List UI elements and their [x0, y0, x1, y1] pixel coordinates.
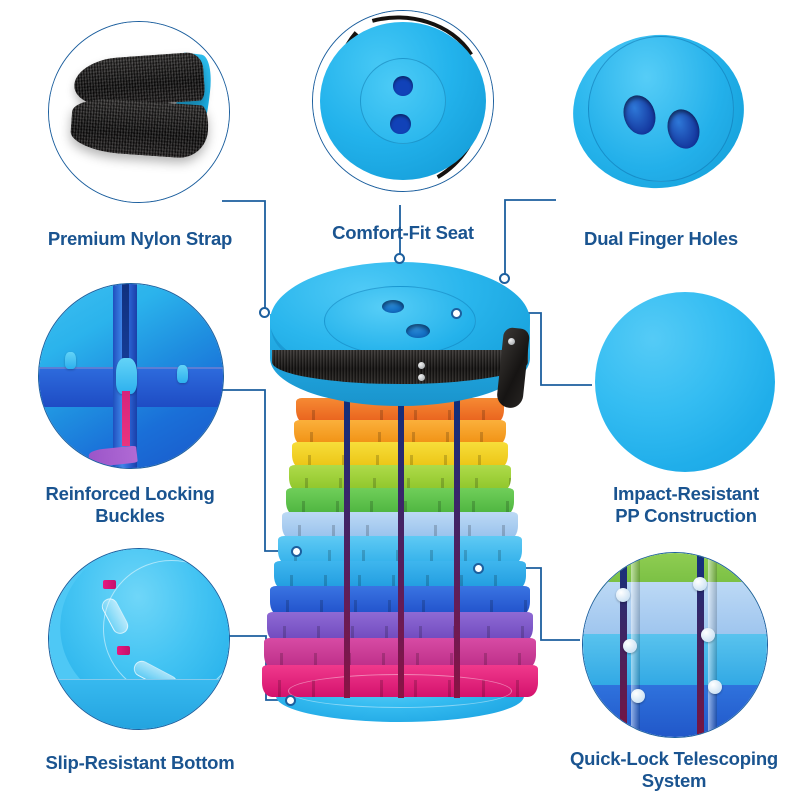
- callout-image-dual-finger-holes: [568, 20, 750, 202]
- wire-premium-nylon-strap: [222, 200, 266, 312]
- callout-label-reinforced-locking-buckles: Reinforced Locking Buckles: [45, 483, 215, 526]
- callout-label-dual-finger-holes: Dual Finger Holes: [584, 228, 738, 249]
- stool-finger-hole-upper: [382, 300, 404, 313]
- stool-nylon-strap: [272, 350, 528, 384]
- callout-image-premium-nylon-strap: [48, 21, 230, 203]
- endpoint-dot-reinforced-locking-buckles: [291, 546, 302, 557]
- callout-image-reinforced-locking-buckles: [38, 283, 224, 469]
- endpoint-dot-dual-finger-holes: [499, 273, 510, 284]
- callout-image-quick-lock-telescoping: [582, 552, 768, 738]
- stool-seat-inner-ring: [324, 286, 476, 356]
- stool-finger-hole-lower: [406, 324, 430, 338]
- endpoint-dot-impact-resistant-pp: [451, 308, 462, 319]
- strap-rivet-2: [418, 374, 425, 381]
- strap-tab-rivet: [508, 338, 515, 345]
- callout-image-slip-resistant-bottom: [48, 548, 230, 730]
- callout-label-impact-resistant-pp: Impact-Resistant PP Construction: [613, 483, 759, 526]
- callout-image-impact-resistant-pp: [595, 292, 775, 472]
- strap-rivet-1: [418, 362, 425, 369]
- stool-spine-right: [454, 398, 460, 698]
- product-image-telescoping-stool: [258, 262, 542, 722]
- callout-label-quick-lock-telescoping: Quick-Lock Telescoping System: [569, 748, 779, 791]
- stool-spine-left: [344, 398, 350, 698]
- endpoint-dot-comfort-fit-seat: [394, 253, 405, 264]
- endpoint-dot-slip-resistant-bottom: [285, 695, 296, 706]
- wire-dual-finger-holes: [504, 199, 556, 278]
- callout-image-comfort-fit-seat: [312, 10, 494, 192]
- callout-label-comfort-fit-seat: Comfort-Fit Seat: [332, 222, 474, 243]
- stool-spine-center: [398, 394, 404, 698]
- callout-label-premium-nylon-strap: Premium Nylon Strap: [47, 228, 233, 249]
- endpoint-dot-premium-nylon-strap: [259, 307, 270, 318]
- endpoint-dot-quick-lock-telescoping: [473, 563, 484, 574]
- callout-label-slip-resistant-bottom: Slip-Resistant Bottom: [45, 752, 235, 773]
